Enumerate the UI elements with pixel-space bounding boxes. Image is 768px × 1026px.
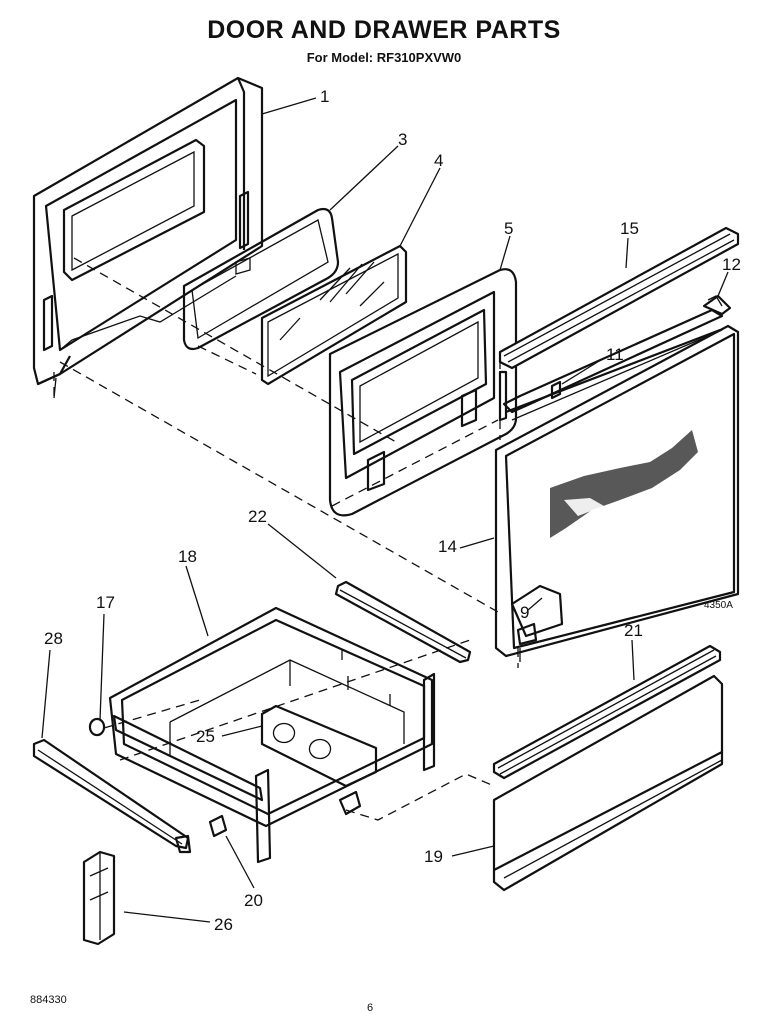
inner-door-liner-part-5 <box>328 268 518 517</box>
callout-18: 18 <box>178 547 197 566</box>
drawer-body-part-18 <box>88 606 436 864</box>
callout-12: 12 <box>722 255 741 274</box>
side-bracket-part-26 <box>82 850 116 946</box>
callout-28: 28 <box>44 629 63 648</box>
page-title: DOOR AND DRAWER PARTS <box>207 16 561 44</box>
callout-11: 11 <box>606 345 624 364</box>
callout-19: 19 <box>424 847 443 866</box>
callout-4: 4 <box>434 151 443 170</box>
outer-door-frame-part-1 <box>32 76 264 386</box>
window-gasket-part-3 <box>182 207 340 351</box>
callout-17: 17 <box>96 593 115 612</box>
drawer-front-part-19 <box>492 674 724 892</box>
callout-5: 5 <box>504 219 513 238</box>
callout-21: 21 <box>624 621 643 640</box>
callout-26: 26 <box>214 915 233 934</box>
drawer-rail-part-22 <box>334 580 472 664</box>
callout-15: 15 <box>620 219 639 238</box>
callout-1: 1 <box>320 87 329 106</box>
document-code: 884330 <box>30 994 67 1006</box>
figure-code: 4350A <box>704 600 733 611</box>
page-number: 6 <box>367 1002 374 1014</box>
callout-25: 25 <box>196 727 215 746</box>
outer-door-panel-part-14 <box>494 308 740 658</box>
callout-9: 9 <box>520 603 529 622</box>
callout-leader-lines <box>41 97 729 923</box>
drawer-trim-part-21 <box>492 644 722 780</box>
assembly-guide-lines <box>53 257 519 821</box>
drawer-rail-part-28 <box>32 738 192 854</box>
callout-22: 22 <box>248 507 267 526</box>
callout-3: 3 <box>398 130 407 149</box>
callout-14: 14 <box>438 537 457 556</box>
model-subtitle: For Model: RF310PXVW0 <box>306 50 462 65</box>
callout-20: 20 <box>244 891 263 910</box>
